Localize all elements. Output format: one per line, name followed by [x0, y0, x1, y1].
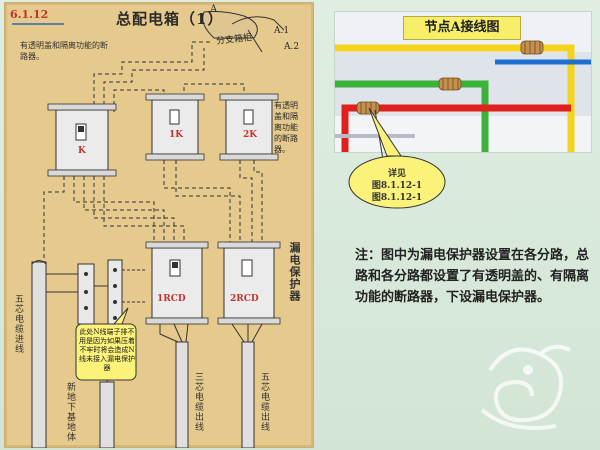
cable-label-left: 五芯电缆进线	[13, 294, 23, 354]
dragon-emblem-icon	[480, 344, 571, 430]
cable-label-bottom-mid: 三芯电缆出线	[193, 372, 203, 432]
label-a2: A.2	[284, 42, 300, 52]
note-text: 注：图中为漏电保护器设置在各分路，总路和各分路都设置了有透明盖的、有隔离功能的断…	[355, 248, 590, 305]
breaker-label-1rcd: 1RCD	[157, 294, 186, 304]
label-a: A	[210, 4, 218, 15]
wiring-diagram-sheet: 6.1.12 总配电箱（1） A A.1 A.2 分支箱柜 有透明盖和隔离功能的…	[4, 2, 314, 448]
callout-line-3: 图8.1.12-1	[371, 193, 423, 203]
breaker-label-2rcd: 2RCD	[230, 294, 259, 304]
cable-label-bottom-left: 新地下基地体	[65, 382, 75, 442]
note-top-left: 有透明盖和隔离功能的断路器。	[20, 41, 108, 61]
diagram-title: 总配电箱（1）	[116, 10, 224, 28]
breaker-label-k: K	[78, 146, 86, 156]
callout-bottom-text: 此处N线端子排不用是因为如果压着不牢时将会造成N线未接入漏电保护器	[79, 328, 135, 372]
label-a1: A.1	[274, 26, 290, 36]
node-diagram-title: 节点A接线图	[403, 16, 521, 40]
breaker-label-1k: 1K	[169, 130, 184, 140]
node-callout-bubble	[348, 107, 446, 209]
callout-line-1: 详见	[387, 169, 406, 179]
cable-label-bottom-right: 五芯电缆出线	[259, 372, 269, 432]
breaker-label-2k: 2K	[243, 130, 258, 140]
note-mid-right: 有透明盖和隔离功能的断路器。	[274, 101, 298, 154]
leakage-protector-label: 漏电保护器	[288, 242, 301, 302]
callout-line-2: 图8.1.12-1	[371, 181, 423, 191]
wiring-diagram-drawing	[5, 3, 313, 448]
section-number: 6.1.12	[10, 8, 49, 21]
